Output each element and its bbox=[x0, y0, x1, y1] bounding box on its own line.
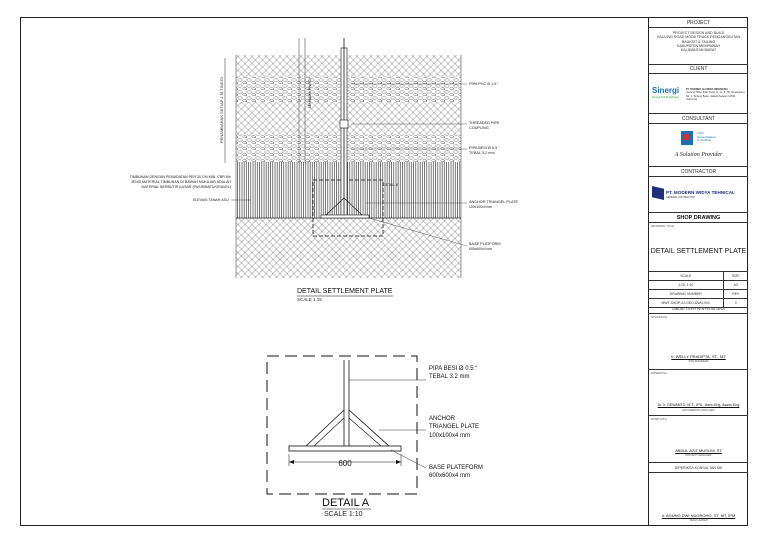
title-detail-settlement: DETAIL SETTLEMENT PLATE bbox=[297, 288, 393, 295]
client-logo: Sinergi bbox=[652, 86, 680, 95]
diperiksa-mk-header: DIPERIKSA KONSULTAN MK bbox=[649, 463, 748, 473]
fill-gravel-2 bbox=[236, 134, 461, 162]
detail-a-dashed-box bbox=[266, 355, 418, 495]
diperiksa-label: DIPERIKSA bbox=[651, 371, 668, 375]
consultant-box: LAPI Ganeshatama Consulting A Solution P… bbox=[649, 124, 748, 167]
label-timbunan-1: TIMBUNAN DENGAN PEMADATAN PER 30 CM MIN.… bbox=[130, 175, 232, 179]
client-address: Gedung Office Park Tower Lt. 11, Jl. TB.… bbox=[686, 91, 745, 95]
scale-value: 1:15, 1:10 bbox=[649, 281, 724, 289]
label-base-small: BASE PLATFORM bbox=[469, 242, 501, 246]
dimension-600: 600 bbox=[338, 459, 352, 468]
label-anchor-large-1: ANCHOR bbox=[429, 416, 456, 422]
label-detail-a-marker: DETAIL A bbox=[383, 183, 399, 187]
size-value: A3 bbox=[733, 283, 738, 287]
scale-detail-settlement: SCALE 1:15 bbox=[297, 297, 322, 302]
drawing-info-grid: SCALE SIZE 1:15, 1:10 A3 DRAWING NUMBER REV… bbox=[649, 272, 748, 308]
label-pipa-besi-small: PIPA BESI Ø 0.5 " bbox=[469, 146, 500, 150]
rev-label: REV bbox=[732, 292, 740, 296]
scale-detail-a: SCALE 1:10 bbox=[324, 511, 363, 518]
disiapkan-box: DISIAPKAN Ir. WELLY PRADIPTA, ST., MT SI… bbox=[649, 314, 748, 370]
label-timbunan-2: JENIS MATERIAL TIMBUNAN DI BAWAH MUKA AI… bbox=[131, 180, 232, 184]
project-line: HAULING ROAD MODA TRUCK PENGANGKUTAN bbox=[656, 35, 741, 40]
client-address: No. 1, Tanjung Barat, Jakarta Selatan 12… bbox=[686, 94, 736, 101]
signatory-2-role: ENGINEERING MANAGER bbox=[682, 409, 715, 412]
label-base-small-dim: 600x600x4 mm bbox=[469, 247, 492, 251]
client-logo-sub: Sinergi Ahli Pertahanan bbox=[652, 96, 680, 99]
project-line: KABUPATEN MEMPAWAH bbox=[676, 43, 721, 48]
label-pipa-pvc: PIPA PVC Ø 1.5 " bbox=[469, 82, 499, 86]
contractor-logo-icon bbox=[652, 186, 664, 200]
fill-ground bbox=[236, 218, 461, 278]
label-anchor-small: ANCHOR TRIANGEL PLATE bbox=[469, 200, 519, 204]
rev-value: 0 bbox=[734, 301, 737, 305]
label-anchor-small-dim: 100x100x4 mm bbox=[469, 205, 492, 209]
title-detail-a: DETAIL A bbox=[322, 497, 370, 509]
label-base-large-2: 600x600x4 mm bbox=[429, 473, 470, 479]
drawing-number-value: MWT-SHOP-02-GEO-DWG-001 bbox=[649, 299, 724, 307]
label-threaded-pipe: THREADED PIPE bbox=[469, 121, 500, 125]
label-anchor-large-3: 100x100x4 mm bbox=[429, 433, 470, 439]
dibuat-header: DIBUAT OLEH PENYEDIA JASA bbox=[649, 304, 748, 314]
label-elevasi: ELEVASI TANAH ASLI bbox=[193, 198, 229, 202]
drawing-number-label: DRAWING NUMBER bbox=[649, 290, 724, 298]
mk-box: Ir. AGUNG DWI NUGROHO, ST, MT, IPM TEAM … bbox=[649, 473, 748, 525]
signatory-1: Ir. WELLY PRADIPTA, ST., MT bbox=[671, 354, 726, 359]
contractor-box: PT. MODERN WIDYA TEHNICAL GENERAL CONTRA… bbox=[649, 177, 748, 213]
label-tebal-large: TEBAL 3.2 mm bbox=[429, 374, 469, 380]
signatory-1-role: SITE ENGINEER bbox=[688, 360, 709, 363]
label-pipa-besi-large: PIPA BESI Ø 0.5 " bbox=[429, 366, 477, 372]
signatory-2: Dr. Ir. DEWANTO, M.T., IPU., Asec.Eng, A… bbox=[657, 403, 740, 407]
signatory-3-role: PROJECT MANAGER bbox=[685, 454, 712, 457]
consultant-header: CONSULTANT bbox=[649, 114, 748, 124]
fill-hatch-mid bbox=[236, 102, 461, 134]
project-line: BAUKSIT & TAILING bbox=[681, 39, 716, 44]
project-box: PROJECT DESIGN AND BUILD HAULING ROAD MO… bbox=[649, 28, 748, 65]
base-plate-large bbox=[288, 445, 402, 452]
consultant-tagline: A Solution Provider bbox=[674, 152, 723, 158]
diperiksa-box: DIPERIKSA Dr. Ir. DEWANTO, M.T., IPU., A… bbox=[649, 370, 748, 416]
vertical-dim-label-2: MINIMUM TINGGI bbox=[308, 78, 312, 107]
consultant-logo-line: Ganeshatama bbox=[697, 134, 716, 139]
drawing-title-label: DRAWING TITLE bbox=[651, 224, 675, 228]
vertical-dim-label: PENAMBAHAN SETIAP 1 M TINGGI bbox=[219, 77, 224, 143]
project-header: PROJECT bbox=[649, 18, 748, 28]
drawing-title-box: DRAWING TITLE DETAIL SETTLEMENT PLATE bbox=[649, 223, 748, 272]
consultant-logo-accent bbox=[684, 134, 690, 140]
fill-gravel-1 bbox=[236, 77, 461, 102]
disiapkan-label: DISIAPKAN bbox=[651, 315, 668, 319]
label-base-large-1: BASE PLATEFORM bbox=[429, 465, 483, 471]
disetujui-label: DISETUJUI bbox=[651, 417, 667, 421]
scale-label: SCALE bbox=[649, 272, 724, 280]
size-label: SIZE bbox=[731, 274, 740, 278]
signatory-4: Ir. AGUNG DWI NUGROHO, ST, MT, IPM bbox=[661, 513, 736, 518]
label-anchor-large-2: TRIANGEL PLATE bbox=[429, 424, 479, 430]
project-line: KALIMANTAN BARAT bbox=[680, 48, 717, 53]
drawing-title: DETAIL SETTLEMENT PLATE bbox=[650, 248, 747, 255]
disetujui-box: DISETUJUI ABDUL AZIZ MUSLIM, ST PROJECT … bbox=[649, 416, 748, 463]
shop-drawing-header: SHOP DRAWING bbox=[649, 213, 748, 223]
fill-embankment bbox=[236, 162, 461, 218]
label-tebal-small: TEBAL 3.2 mm bbox=[469, 151, 495, 155]
consultant-logo-line: LAPI bbox=[697, 131, 704, 135]
project-line: PROJECT DESIGN AND BUILD bbox=[672, 31, 725, 35]
label-timbunan-3: MATERIAL BERBUTIR KASAR (PASIR/BATU/GRAV… bbox=[142, 185, 231, 189]
fill-hatch-top bbox=[236, 55, 461, 77]
label-coupling: COUPLING bbox=[469, 126, 489, 130]
detail-a-marker-box bbox=[312, 179, 384, 237]
signatory-4-role: TEAM LEADER bbox=[689, 519, 708, 522]
contractor-header: CONTRACTOR bbox=[649, 167, 748, 177]
contractor-name: PT. MODERN WIDYA TEHNICAL bbox=[666, 190, 735, 195]
client-header: CLIENT bbox=[649, 65, 748, 74]
contractor-sub: GENERAL CONTRACTOR bbox=[666, 196, 695, 199]
drawing-area: PENAMBAHAN SETIAP 1 M TINGGI MINIMUM TIN… bbox=[130, 38, 519, 518]
base-plate-small bbox=[320, 214, 370, 219]
signatory-3: ABDUL AZIZ MUSLIM, ST bbox=[675, 448, 722, 453]
client-name: PT. BORNEO ALUMINA INDONESIA bbox=[686, 88, 728, 91]
client-box: Sinergi Sinergi Ahli Pertahanan PT. BORN… bbox=[649, 74, 748, 114]
coupling bbox=[339, 119, 349, 129]
title-block: PROJECT PROJECT DESIGN AND BUILD HAULING… bbox=[648, 18, 748, 525]
consultant-logo-line: Consulting bbox=[697, 138, 712, 143]
